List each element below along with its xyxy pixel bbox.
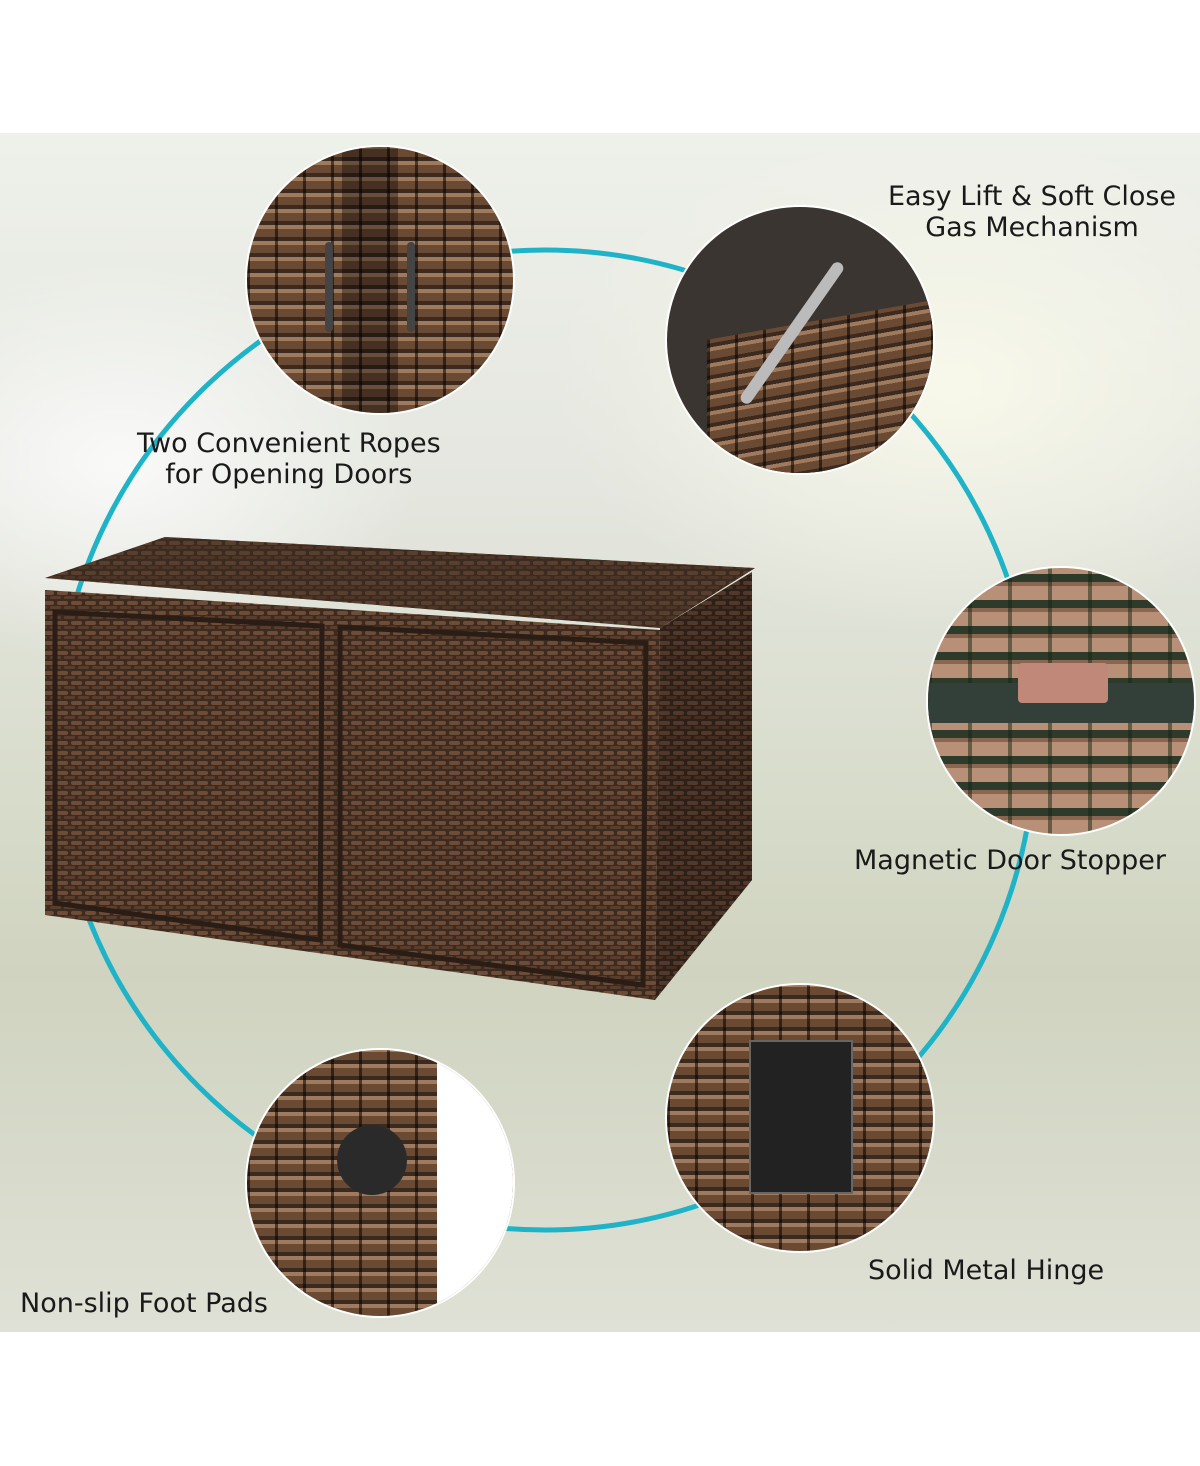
magnetic-callout: Magnetic Door Stopper	[854, 845, 1166, 876]
gas-mechanism-detail-circle	[667, 207, 933, 473]
ropes-callout-line1: Two Convenient Ropes	[137, 428, 441, 459]
cabinet-side	[655, 572, 752, 1000]
ropes-callout-line2: for Opening Doors	[165, 459, 413, 490]
foot-callout: Non-slip Foot Pads	[20, 1288, 268, 1319]
gas-callout-line2: Gas Mechanism	[925, 212, 1139, 243]
cabinet-left-door	[52, 609, 325, 943]
hinge-callout: Solid Metal Hinge	[868, 1255, 1105, 1286]
cabinet-front	[45, 590, 660, 1000]
gas-callout: Easy Lift & Soft Close Gas Mechanism	[888, 181, 1176, 243]
cabinet-right-door	[337, 624, 649, 988]
gas-callout-line1: Easy Lift & Soft Close	[888, 181, 1177, 212]
foot-pad-icon	[337, 1125, 407, 1195]
hinge-detail-circle	[667, 985, 933, 1251]
ropes-callout: Two Convenient Ropes for Opening Doors	[137, 428, 441, 490]
rope-icon	[407, 242, 415, 332]
hinge-icon	[749, 1040, 853, 1194]
magnetic-stopper-detail-circle	[928, 568, 1194, 834]
ropes-detail-circle	[247, 147, 513, 413]
wicker-storage-cabinet	[45, 537, 755, 1000]
foot-pad-detail-circle	[247, 1050, 513, 1316]
rope-icon	[325, 242, 333, 332]
magnet-icon	[1018, 663, 1108, 703]
